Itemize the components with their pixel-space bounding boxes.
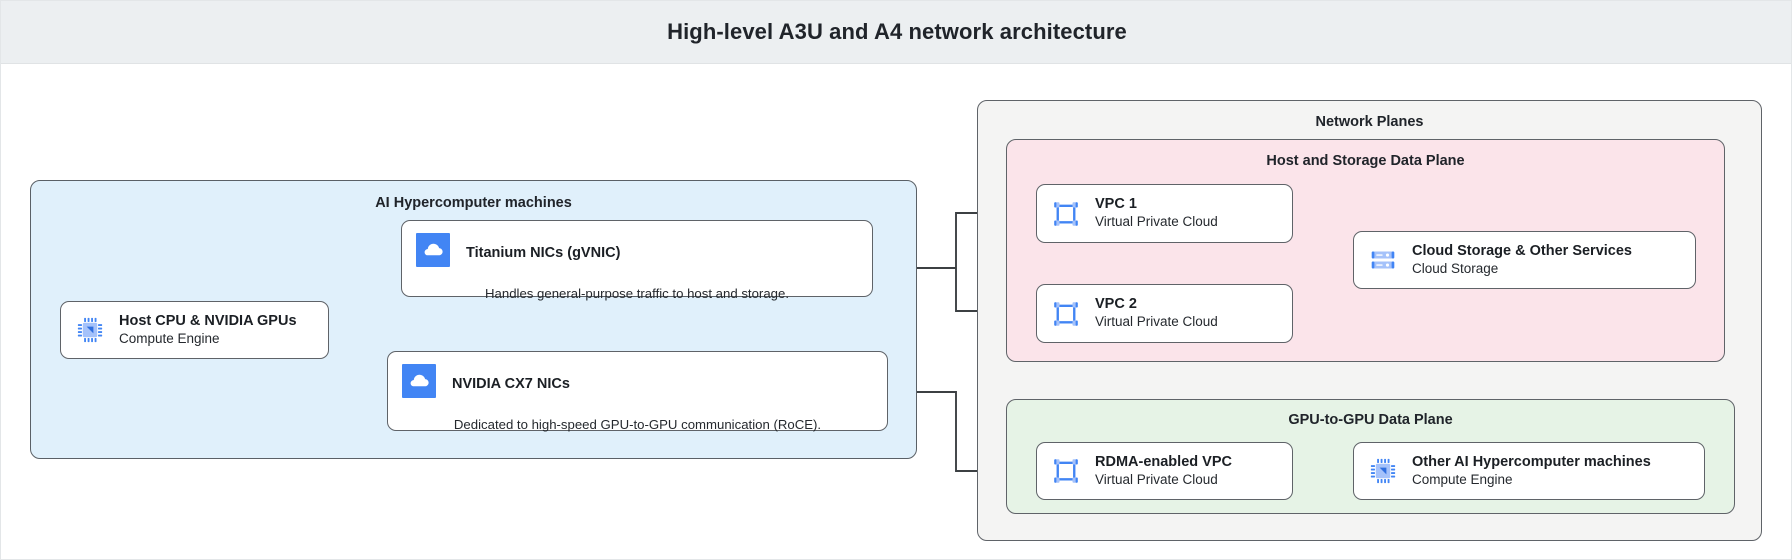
group-title-host-and-storage-data-plane: Host and Storage Data Plane <box>1266 153 1465 169</box>
node-rdma-enabled-vpc[interactable]: RDMA-enabled VPC Virtual Private Cloud <box>1036 442 1293 500</box>
card-footer: Handles general-purpose traffic to host … <box>402 282 872 307</box>
card-header: Titanium NICs (gVNIC) <box>402 221 872 282</box>
cloud-icon <box>416 233 450 272</box>
node-subtitle: Virtual Private Cloud <box>1095 314 1218 330</box>
node-host-cpu-gpus[interactable]: Host CPU & NVIDIA GPUs Compute Engine <box>60 301 329 359</box>
node-title: VPC 1 <box>1095 196 1137 213</box>
node-title: Other AI Hypercomputer machines <box>1412 453 1651 470</box>
node-title: Host CPU & NVIDIA GPUs <box>119 312 297 329</box>
group-title-ai-hypercomputer-machines: AI Hypercomputer machines <box>375 195 572 211</box>
card-footer: Dedicated to high-speed GPU-to-GPU commu… <box>388 413 887 438</box>
card-nvidia-cx7-nics[interactable]: NVIDIA CX7 NICs Dedicated to high-speed … <box>387 351 888 432</box>
group-title-gpu-to-gpu-data-plane: GPU-to-GPU Data Plane <box>1288 412 1453 428</box>
vpc-icon <box>1051 199 1081 229</box>
card-titanium-nics[interactable]: Titanium NICs (gVNIC) Handles general-pu… <box>401 220 873 301</box>
card-description: Handles general-purpose traffic to host … <box>485 286 789 301</box>
group-title-network-planes: Network Planes <box>1315 114 1424 130</box>
cloud-storage-icon <box>1368 245 1398 275</box>
node-subtitle: Cloud Storage <box>1412 260 1499 276</box>
node-title: RDMA-enabled VPC <box>1095 453 1232 470</box>
vpc-icon <box>1051 299 1081 329</box>
node-subtitle: Compute Engine <box>1412 471 1513 487</box>
diagram-title-bar: High-level A3U and A4 network architectu… <box>1 1 1791 64</box>
node-other-ai-hypercomputer-machines[interactable]: Other AI Hypercomputer machines Compute … <box>1353 442 1705 500</box>
node-subtitle: Virtual Private Cloud <box>1095 214 1218 230</box>
node-title: VPC 2 <box>1095 296 1137 313</box>
compute-engine-chip-icon <box>1368 456 1398 486</box>
cloud-icon <box>402 364 436 403</box>
card-title: NVIDIA CX7 NICs <box>452 375 570 392</box>
card-title: Titanium NICs (gVNIC) <box>466 244 621 261</box>
compute-engine-chip-icon <box>75 315 105 345</box>
page-title: High-level A3U and A4 network architectu… <box>667 19 1127 44</box>
node-subtitle: Compute Engine <box>119 330 220 346</box>
node-vpc-1[interactable]: VPC 1 Virtual Private Cloud <box>1036 184 1293 243</box>
card-header: NVIDIA CX7 NICs <box>388 352 887 413</box>
card-description: Dedicated to high-speed GPU-to-GPU commu… <box>453 417 822 432</box>
node-vpc-2[interactable]: VPC 2 Virtual Private Cloud <box>1036 284 1293 343</box>
node-title: Cloud Storage & Other Services <box>1412 242 1632 259</box>
node-cloud-storage-other-services[interactable]: Cloud Storage & Other Services Cloud Sto… <box>1353 231 1696 289</box>
vpc-icon <box>1051 456 1081 486</box>
node-subtitle: Virtual Private Cloud <box>1095 471 1218 487</box>
